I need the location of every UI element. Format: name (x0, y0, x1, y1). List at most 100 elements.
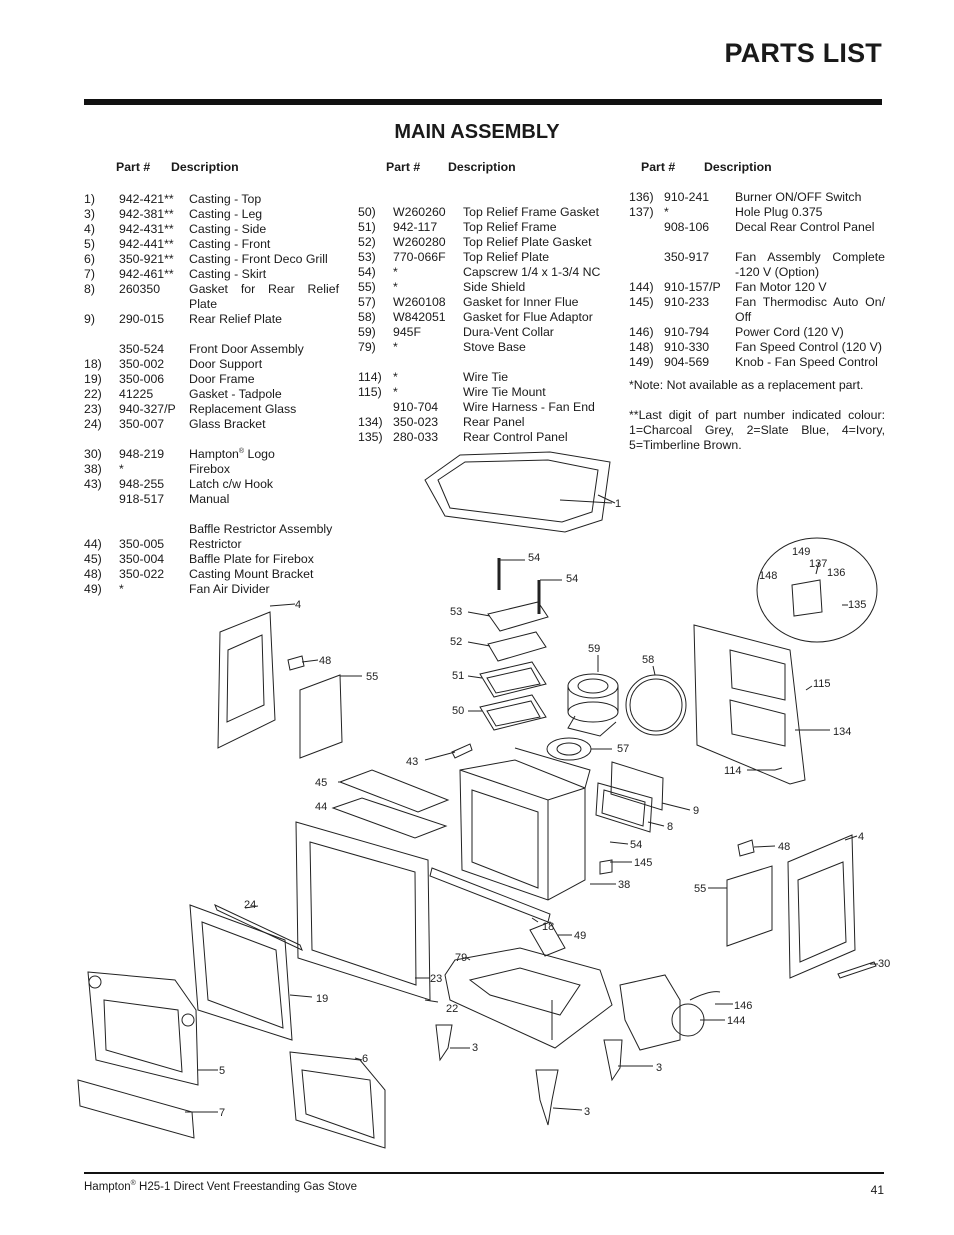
part-number: * (664, 205, 669, 219)
part-number: * (393, 340, 398, 354)
callout-54: 54 (566, 573, 578, 585)
footer-product: H25-1 Direct Vent Freestanding Gas Stove (135, 1181, 358, 1193)
part-description: Gasket - Tadpole (189, 387, 282, 401)
part-number-header: Part # (386, 160, 421, 174)
callout-6: 6 (362, 1053, 368, 1065)
item-number: 144) (629, 280, 654, 294)
item-number: 145) (629, 295, 654, 309)
part-description: Casting - Front (189, 237, 271, 251)
casting-top-shape (424, 451, 611, 533)
callout-49: 49 (574, 930, 586, 942)
part-number: 942-381** (119, 207, 174, 221)
callout-44: 44 (315, 801, 327, 813)
callout-24: 24 (244, 899, 256, 911)
item-number: 52) (358, 235, 376, 249)
callout-144: 144 (727, 1015, 745, 1027)
registered-mark: ® (130, 1180, 136, 1188)
part-number: * (393, 370, 398, 384)
part-description: Burner ON/OFF Switch (735, 190, 862, 204)
callout-145: 145 (634, 857, 652, 869)
callout-30: 30 (878, 958, 890, 970)
part-number: 948-255 (119, 477, 165, 491)
item-number: 115) (358, 385, 382, 399)
part-description: Power Cord (120 V) (735, 325, 844, 339)
item-number: 18) (84, 357, 102, 371)
part-number: 948-219 (119, 447, 165, 461)
item-number: 7) (84, 267, 95, 281)
part-number: 350-002 (119, 357, 165, 371)
callout-58: 58 (642, 654, 654, 666)
description-header: Description (448, 160, 516, 174)
registered-mark: ® (238, 447, 245, 455)
item-number: 146) (629, 325, 654, 339)
page-title: PARTS LIST (724, 38, 882, 68)
callout-3: 3 (584, 1106, 590, 1118)
item-number: 24) (84, 417, 102, 431)
callout-1: 1 (615, 498, 621, 510)
description-header: Description (704, 160, 772, 174)
part-description: Restrictor (189, 537, 242, 551)
part-description: Door Support (189, 357, 263, 371)
part-number: 910-794 (664, 325, 710, 339)
item-number: 51) (358, 220, 376, 234)
callout-59: 59 (588, 643, 600, 655)
footer-title: Hampton® H25-1 Direct Vent Freestanding … (84, 1180, 358, 1193)
part-description: Top Relief Frame (463, 220, 557, 234)
callout-146: 146 (734, 1000, 752, 1012)
part-number: * (393, 280, 398, 294)
callout-4: 4 (858, 831, 864, 843)
callout-9: 9 (693, 805, 699, 817)
part-number: 350-022 (119, 567, 165, 581)
callout-135: 135 (848, 599, 866, 611)
callout-149: 149 (792, 546, 810, 558)
description-text: Logo (244, 447, 275, 461)
part-description: Fan Thermodisc Auto On/ Off (735, 295, 885, 324)
part-description: Hole Plug 0.375 (735, 205, 823, 219)
part-description: Door Frame (189, 372, 255, 386)
part-description: Top Relief Frame Gasket (463, 205, 599, 219)
part-number: 350-007 (119, 417, 165, 431)
part-description: Manual (189, 492, 230, 506)
part-description: Casting - Side (189, 222, 267, 236)
part-number-header: Part # (116, 160, 151, 174)
item-number: 137) (629, 205, 654, 219)
callout-45: 45 (315, 777, 327, 789)
note-colour-codes: **Last digit of part number indicated co… (629, 408, 885, 452)
part-description: Casting - Top (189, 192, 262, 206)
part-number: 910-233 (664, 295, 710, 309)
callout-115: 115 (813, 678, 831, 690)
callout-8: 8 (667, 821, 673, 833)
callout-4: 4 (295, 599, 301, 611)
part-description: Firebox (189, 462, 231, 476)
part-number: 910-704 (393, 400, 439, 414)
callout-3: 3 (472, 1042, 478, 1054)
part-number: W260260 (393, 205, 446, 219)
part-description: Casting - Skirt (189, 267, 267, 281)
part-description: Fan Air Divider (189, 582, 270, 596)
item-number: 6) (84, 252, 95, 266)
part-number: 910-157/P (664, 280, 721, 294)
part-description: Gasket for Inner Flue (463, 295, 579, 309)
part-description: Baffle Plate for Firebox (189, 552, 314, 566)
part-description: Rear Relief Plate (189, 312, 282, 326)
footer-brand: Hampton (84, 1181, 131, 1193)
callout-22: 22 (446, 1003, 458, 1015)
note-not-available: *Note: Not available as a replacement pa… (629, 378, 864, 392)
item-number: 58) (358, 310, 376, 324)
callout-137: 137 (809, 558, 827, 570)
part-number: 350-005 (119, 537, 165, 551)
part-description: Fan Speed Control (120 V) (735, 340, 882, 354)
item-number: 4) (84, 222, 95, 236)
item-number: 114) (358, 370, 382, 384)
item-number: 53) (358, 250, 376, 264)
part-number: 942-441** (119, 237, 174, 251)
callout-55: 55 (694, 883, 706, 895)
part-number: 280-033 (393, 430, 439, 444)
section-title: MAIN ASSEMBLY (394, 121, 560, 143)
part-description: Fan Assembly Complete -120 V (Option) (735, 250, 885, 279)
item-number: 54) (358, 265, 376, 279)
callout-57: 57 (617, 743, 629, 755)
part-number: 350-004 (119, 552, 165, 566)
callout-79: 79 (455, 952, 467, 964)
